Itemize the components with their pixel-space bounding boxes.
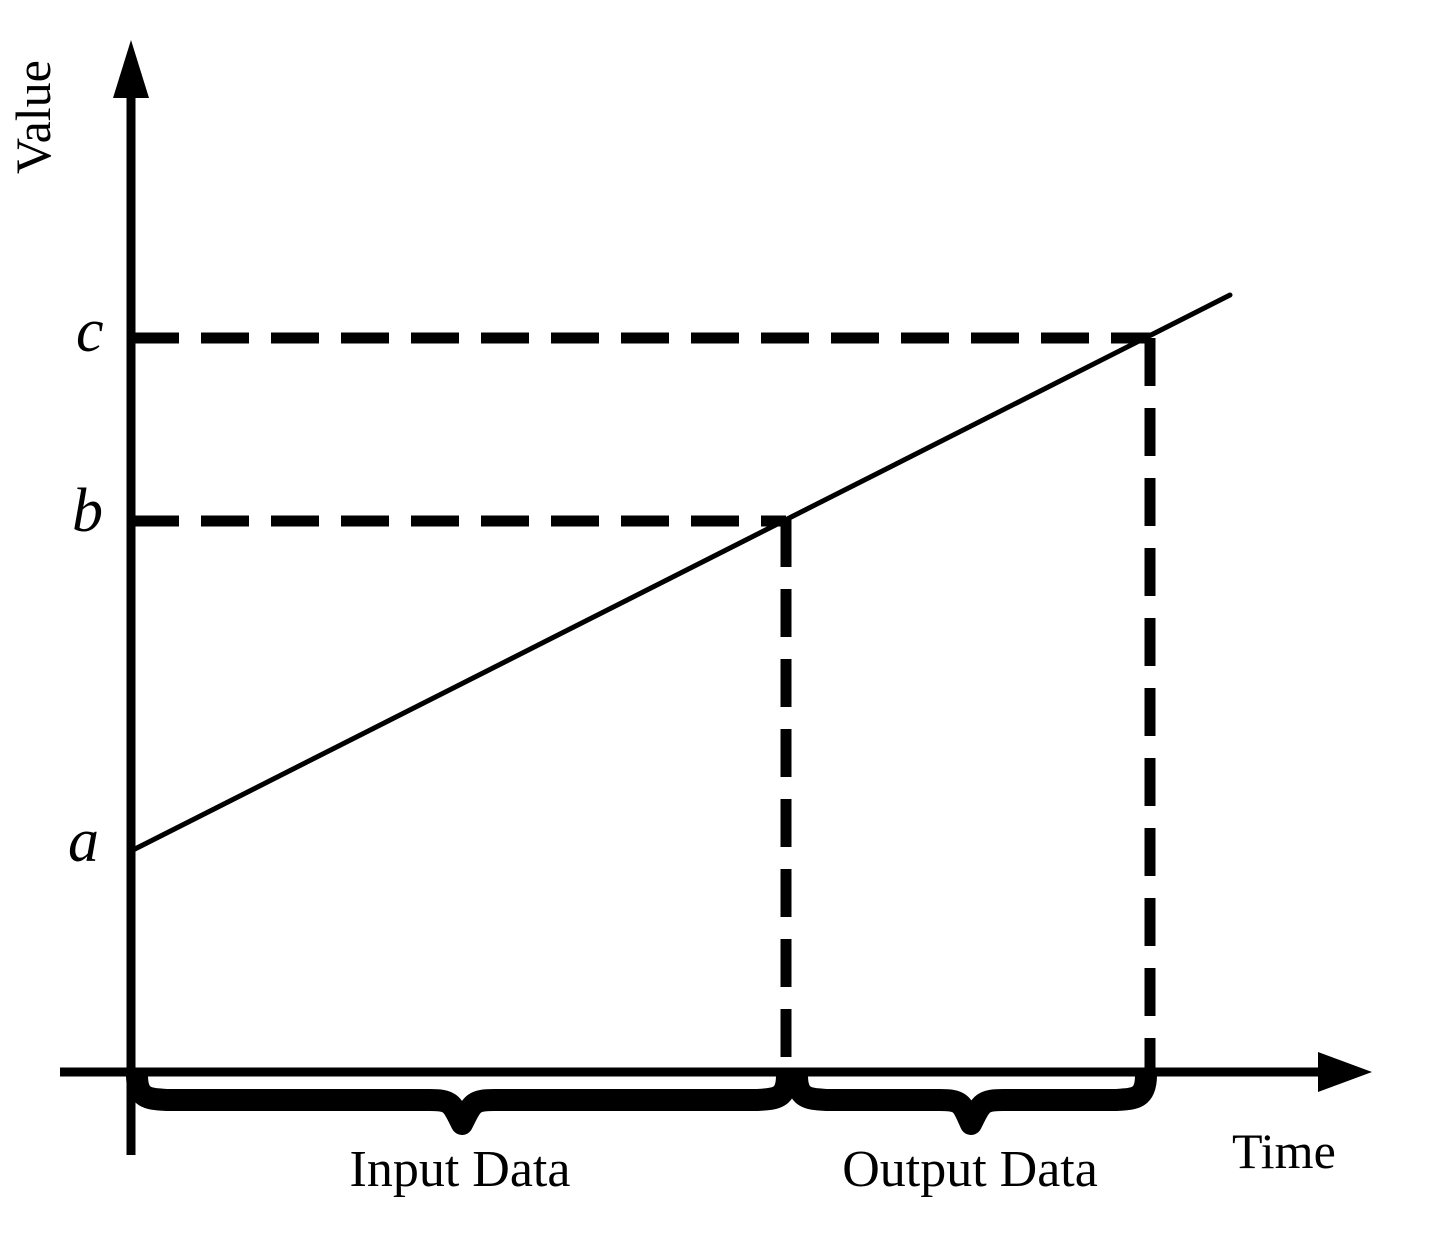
x-axis bbox=[60, 1052, 1372, 1092]
y-tick-label-c: c bbox=[76, 297, 104, 365]
y-axis bbox=[113, 40, 149, 1155]
y-axis-arrowhead bbox=[113, 40, 149, 98]
y-tick-label-a: a bbox=[68, 807, 99, 875]
brace-input-data bbox=[126, 1074, 798, 1135]
brace-label-input-data: Input Data bbox=[349, 1141, 571, 1198]
y-tick-label-b: b bbox=[72, 477, 103, 545]
x-axis-arrowhead bbox=[1318, 1052, 1372, 1092]
trend-line bbox=[128, 292, 1233, 854]
brace-label-output-data: Output Data bbox=[842, 1141, 1098, 1198]
brace-output-data bbox=[786, 1074, 1157, 1135]
y-axis-title: Value bbox=[5, 60, 61, 174]
x-axis-title: Time bbox=[1232, 1123, 1336, 1179]
